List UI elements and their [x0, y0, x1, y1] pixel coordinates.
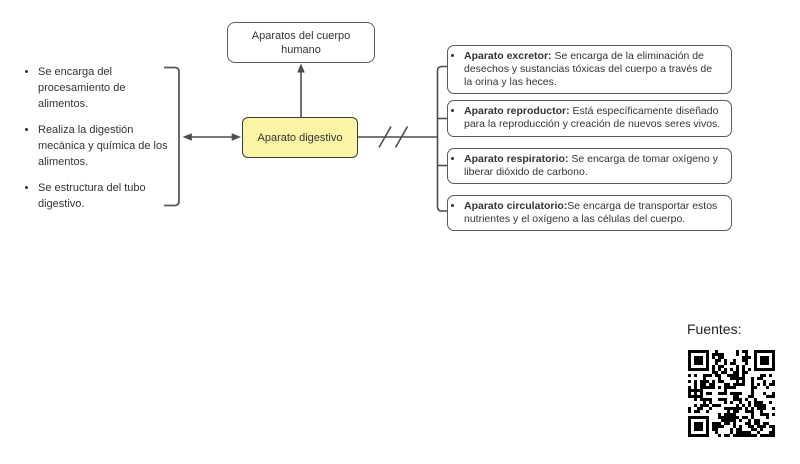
node-aparato-excretor[interactable]: Aparato excretor: Se encarga de la elimi…: [447, 45, 732, 94]
system-text: Se encarga de transportar estos nutrient…: [464, 200, 718, 225]
list-item: Se encarga del procesamiento de alimento…: [38, 64, 192, 112]
right-tree-bracket: [436, 65, 447, 212]
system-name: Aparato circulatorio:: [464, 200, 568, 212]
system-description: Aparato respiratorio: Se encarga de toma…: [464, 153, 723, 179]
system-description: Aparato circulatorio:Se encarga de trans…: [464, 200, 723, 226]
arrowhead-up-icon: [297, 63, 305, 73]
list-item: Realiza la digestión mecánica y química …: [38, 122, 192, 170]
node-aparato-digestivo[interactable]: Aparato digestivo: [242, 117, 358, 158]
break-slash-1: [378, 126, 392, 148]
node-aparato-respiratorio[interactable]: Aparato respiratorio: Se encarga de toma…: [447, 148, 732, 184]
qr-code-icon: [688, 350, 775, 437]
node-aparato-reproductor[interactable]: Aparato reproductor: Está específicament…: [447, 100, 732, 137]
system-text: Se encarga de tomar oxígeno y liberar di…: [464, 153, 718, 178]
node-aparatos-cuerpo-humano[interactable]: Aparatos del cuerpo humano: [227, 22, 375, 63]
break-slash-2: [394, 126, 409, 148]
arrowhead-right-icon: [231, 133, 241, 141]
system-text: Está específicamente diseñado para la re…: [464, 105, 721, 130]
system-name: Aparato respiratorio:: [464, 153, 569, 165]
system-name: Aparato excretor:: [464, 50, 552, 62]
system-name: Aparato reproductor:: [464, 105, 570, 117]
node-label: Aparatos del cuerpo humano: [251, 29, 351, 56]
digestive-functions-list[interactable]: Se encarga del procesamiento de alimento…: [24, 64, 192, 222]
list-item: Se estructura del tubo digestivo.: [38, 180, 192, 212]
system-text: Se encarga de la eliminación de desechos…: [464, 50, 713, 88]
qr-code-graphic: [688, 350, 775, 437]
system-description: Aparato excretor: Se encarga de la elimi…: [464, 50, 723, 89]
node-aparato-circulatorio[interactable]: Aparato circulatorio:Se encarga de trans…: [447, 195, 732, 231]
system-description: Aparato reproductor: Está específicament…: [464, 105, 723, 131]
fuentes-label: Fuentes:: [687, 321, 742, 337]
node-label: Aparato digestivo: [257, 131, 343, 144]
